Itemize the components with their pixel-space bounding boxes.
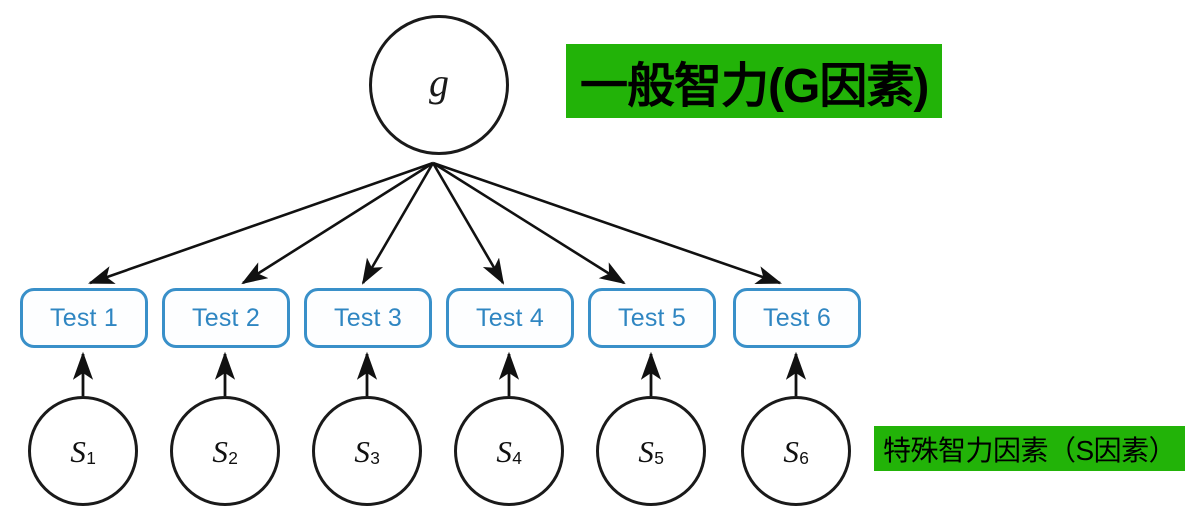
test-box-label-5: Test 5 xyxy=(618,303,686,332)
general-factor-node[interactable]: g xyxy=(369,15,509,155)
specific-factor-label-5: S5 xyxy=(638,433,664,469)
test-box-4[interactable]: Test 4 xyxy=(446,288,574,348)
specific-factor-label-3: S3 xyxy=(354,433,380,469)
arrow-g-to-test-4 xyxy=(431,162,505,285)
arrow-g-to-test-2 xyxy=(241,161,434,285)
test-box-label-4: Test 4 xyxy=(476,303,544,332)
test-box-2[interactable]: Test 2 xyxy=(162,288,290,348)
specific-factor-annotation: 特殊智力因素（S因素） xyxy=(874,426,1186,471)
arrow-g-to-test-3 xyxy=(361,162,435,285)
test-box-6[interactable]: Test 6 xyxy=(733,288,861,348)
test-box-1[interactable]: Test 1 xyxy=(20,288,148,348)
specific-factor-label-1: S1 xyxy=(70,433,96,469)
specific-factor-node-1[interactable]: S1 xyxy=(28,396,138,506)
specific-factor-node-4[interactable]: S4 xyxy=(454,396,564,506)
s-to-test-arrows xyxy=(72,351,807,396)
specific-factor-node-6[interactable]: S6 xyxy=(741,396,851,506)
arrow-g-to-test-1 xyxy=(88,161,434,285)
test-box-label-6: Test 6 xyxy=(763,303,831,332)
specific-factor-node-2[interactable]: S2 xyxy=(170,396,280,506)
specific-factor-node-3[interactable]: S3 xyxy=(312,396,422,506)
g-to-test-arrows xyxy=(88,161,782,285)
test-box-label-3: Test 3 xyxy=(334,303,402,332)
test-box-3[interactable]: Test 3 xyxy=(304,288,432,348)
specific-factor-label-4: S4 xyxy=(496,433,522,469)
test-box-label-1: Test 1 xyxy=(50,303,118,332)
arrow-g-to-test-6 xyxy=(432,161,782,285)
general-factor-label: g xyxy=(429,60,449,105)
test-box-label-2: Test 2 xyxy=(192,303,260,332)
test-box-5[interactable]: Test 5 xyxy=(588,288,716,348)
general-factor-annotation: 一般智力(G因素) xyxy=(566,44,943,118)
specific-factor-node-5[interactable]: S5 xyxy=(596,396,706,506)
arrow-g-to-test-5 xyxy=(432,161,626,285)
specific-factor-label-2: S2 xyxy=(212,433,238,469)
specific-factor-label-6: S6 xyxy=(783,433,809,469)
